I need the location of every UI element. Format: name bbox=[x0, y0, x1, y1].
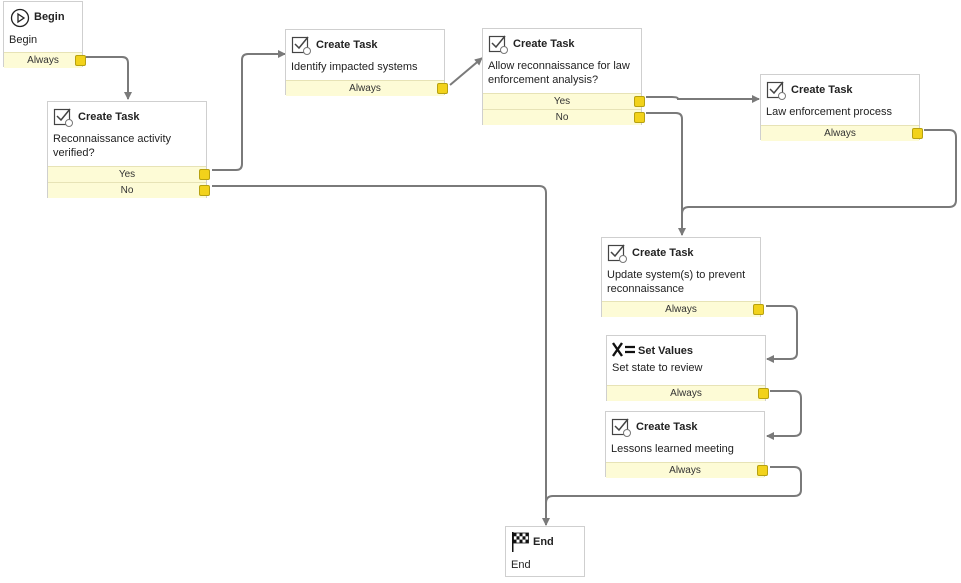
output-port[interactable] bbox=[634, 112, 645, 123]
port-label: Yes bbox=[553, 96, 571, 107]
wire-identify-to-allow bbox=[449, 57, 483, 86]
node-allow-title: Create Task bbox=[513, 38, 575, 50]
wire-recon-no-to-end bbox=[212, 185, 550, 526]
wire-law-to-update bbox=[681, 129, 957, 215]
wire-update-to-setvalues bbox=[766, 305, 798, 363]
node-begin-title: Begin bbox=[34, 11, 65, 23]
node-end[interactable]: End End bbox=[505, 526, 585, 577]
wire-recon-yes-to-identify bbox=[212, 50, 286, 171]
node-law-desc: Law enforcement process bbox=[766, 106, 892, 118]
output-port[interactable] bbox=[912, 128, 923, 139]
node-lessons-desc: Lessons learned meeting bbox=[611, 443, 734, 455]
output-port[interactable] bbox=[75, 55, 86, 66]
task-checkbox-icon bbox=[766, 81, 786, 100]
port-row-always: Always bbox=[602, 301, 764, 317]
node-setvalues-desc: Set state to review bbox=[612, 362, 703, 374]
output-port[interactable] bbox=[199, 185, 210, 196]
wire-allow-no-to-update bbox=[646, 112, 686, 236]
port-label: Always bbox=[27, 55, 59, 66]
task-checkbox-icon bbox=[291, 36, 311, 55]
task-checkbox-icon bbox=[607, 244, 627, 263]
port-label: No bbox=[120, 185, 134, 196]
node-identify-title: Create Task bbox=[316, 39, 378, 51]
wire-allow-yes-to-law bbox=[646, 95, 760, 103]
output-port[interactable] bbox=[437, 83, 448, 94]
checkered-flag-icon bbox=[512, 532, 529, 552]
node-update-systems[interactable]: Create Task Update system(s) to prevent … bbox=[601, 237, 764, 317]
output-port[interactable] bbox=[757, 465, 768, 476]
node-setvalues-title: Set Values bbox=[638, 345, 694, 357]
wire-setvalues-to-lessons bbox=[766, 390, 802, 440]
port-label: Always bbox=[824, 128, 856, 139]
port-row-yes: Yes bbox=[483, 93, 645, 109]
port-row-always: Always bbox=[606, 462, 768, 478]
port-label: Always bbox=[669, 465, 701, 476]
node-recon-title: Create Task bbox=[78, 111, 140, 123]
output-port[interactable] bbox=[753, 304, 764, 315]
port-row-always: Always bbox=[761, 125, 923, 141]
node-update-desc: Update system(s) to prevent reconnaissan… bbox=[607, 269, 746, 295]
output-port[interactable] bbox=[199, 169, 210, 180]
port-label: No bbox=[555, 112, 569, 123]
node-set-values[interactable]: Set Values Set state to review Always bbox=[606, 335, 769, 401]
port-row-always: Always bbox=[4, 52, 86, 68]
node-law-enforcement[interactable]: Create Task Law enforcement process Alwa… bbox=[760, 74, 923, 141]
node-begin[interactable]: Begin Begin Always bbox=[3, 1, 86, 68]
port-label: Always bbox=[665, 304, 697, 315]
output-port[interactable] bbox=[758, 388, 769, 399]
port-row-no: No bbox=[48, 182, 210, 198]
node-identify-systems[interactable]: Create Task Identify impacted systems Al… bbox=[285, 29, 448, 96]
node-begin-desc: Begin bbox=[9, 34, 38, 46]
port-row-no: No bbox=[483, 109, 645, 125]
node-recon-verified[interactable]: Create Task Reconnaissance activity veri… bbox=[47, 101, 210, 198]
node-end-title: End bbox=[533, 536, 554, 548]
wire-begin-to-recon bbox=[86, 56, 132, 100]
port-row-yes: Yes bbox=[48, 166, 210, 182]
node-allow-analysis[interactable]: Create Task Allow reconnaissance for law… bbox=[482, 28, 645, 125]
x-equals-icon bbox=[612, 342, 635, 357]
task-checkbox-icon bbox=[611, 418, 631, 437]
node-law-title: Create Task bbox=[791, 84, 853, 96]
output-port[interactable] bbox=[634, 96, 645, 107]
node-identify-desc: Identify impacted systems bbox=[291, 61, 418, 73]
port-label: Always bbox=[349, 83, 381, 94]
port-row-always: Always bbox=[607, 385, 769, 401]
node-lessons-title: Create Task bbox=[636, 421, 698, 433]
port-label: Yes bbox=[118, 169, 136, 180]
port-label: Always bbox=[670, 388, 702, 399]
node-lessons-learned[interactable]: Create Task Lessons learned meeting Alwa… bbox=[605, 411, 768, 478]
node-update-title: Create Task bbox=[632, 247, 694, 259]
node-recon-desc: Reconnaissance activity verified? bbox=[53, 133, 172, 159]
play-circle-icon bbox=[10, 8, 30, 28]
task-checkbox-icon bbox=[488, 35, 508, 54]
node-end-desc: End bbox=[511, 559, 531, 571]
task-checkbox-icon bbox=[53, 108, 73, 127]
node-allow-desc: Allow reconnaissance for law enforcement… bbox=[488, 60, 630, 86]
port-row-always: Always bbox=[286, 80, 448, 96]
